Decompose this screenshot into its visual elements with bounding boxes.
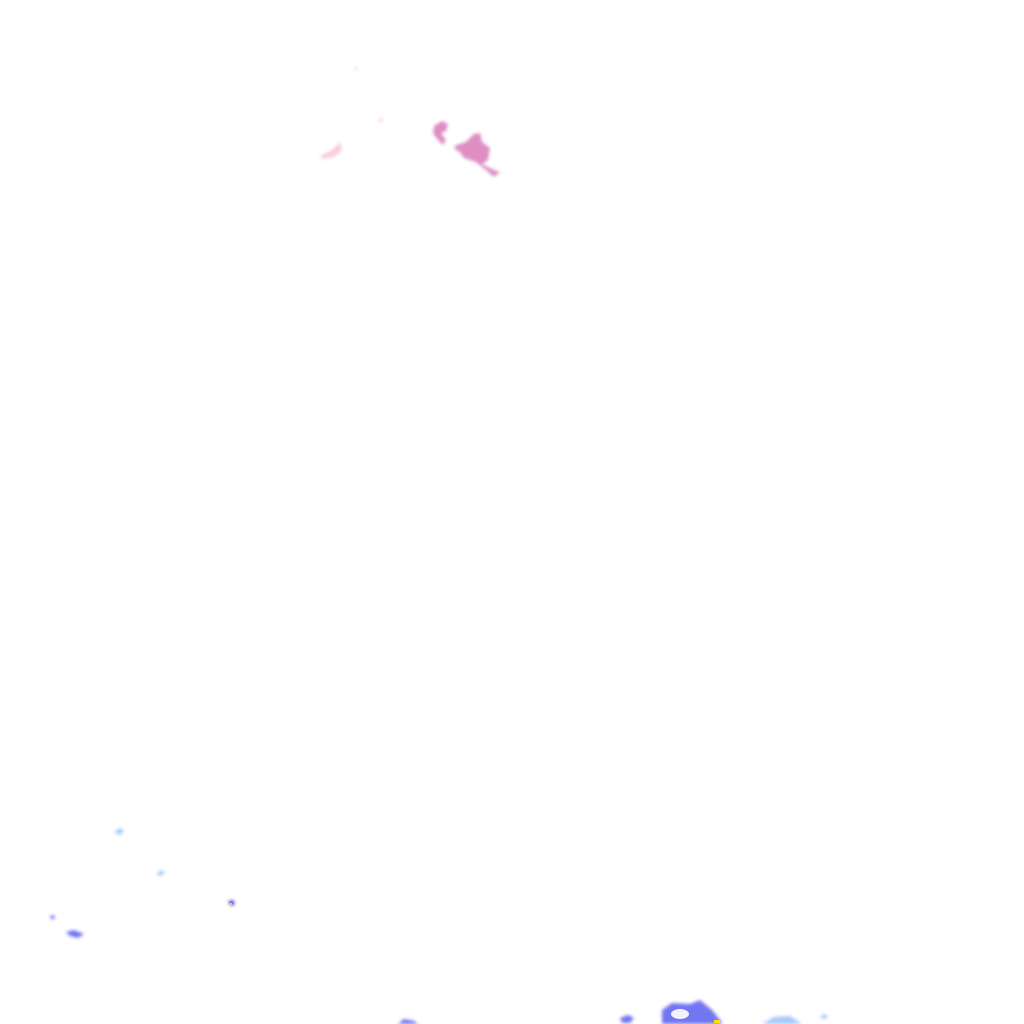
intense-rain-cell — [714, 1020, 720, 1023]
intense-rain-cell — [230, 903, 232, 905]
rain-cell — [114, 828, 124, 835]
snow-cell — [378, 118, 383, 122]
rain-cell — [662, 1000, 722, 1024]
rain-gap — [671, 1009, 689, 1019]
rain-cell — [398, 1019, 418, 1024]
rain-cell — [66, 930, 84, 938]
snow-cell — [454, 133, 500, 177]
snow-cell — [433, 121, 448, 145]
rain-cell — [156, 870, 165, 876]
rain-cell — [50, 915, 55, 919]
snow-cell — [320, 142, 342, 159]
rain-cell — [620, 1015, 634, 1023]
rain-cell — [762, 1016, 802, 1024]
rain-cell — [820, 1014, 828, 1019]
snow-cell — [354, 67, 358, 70]
